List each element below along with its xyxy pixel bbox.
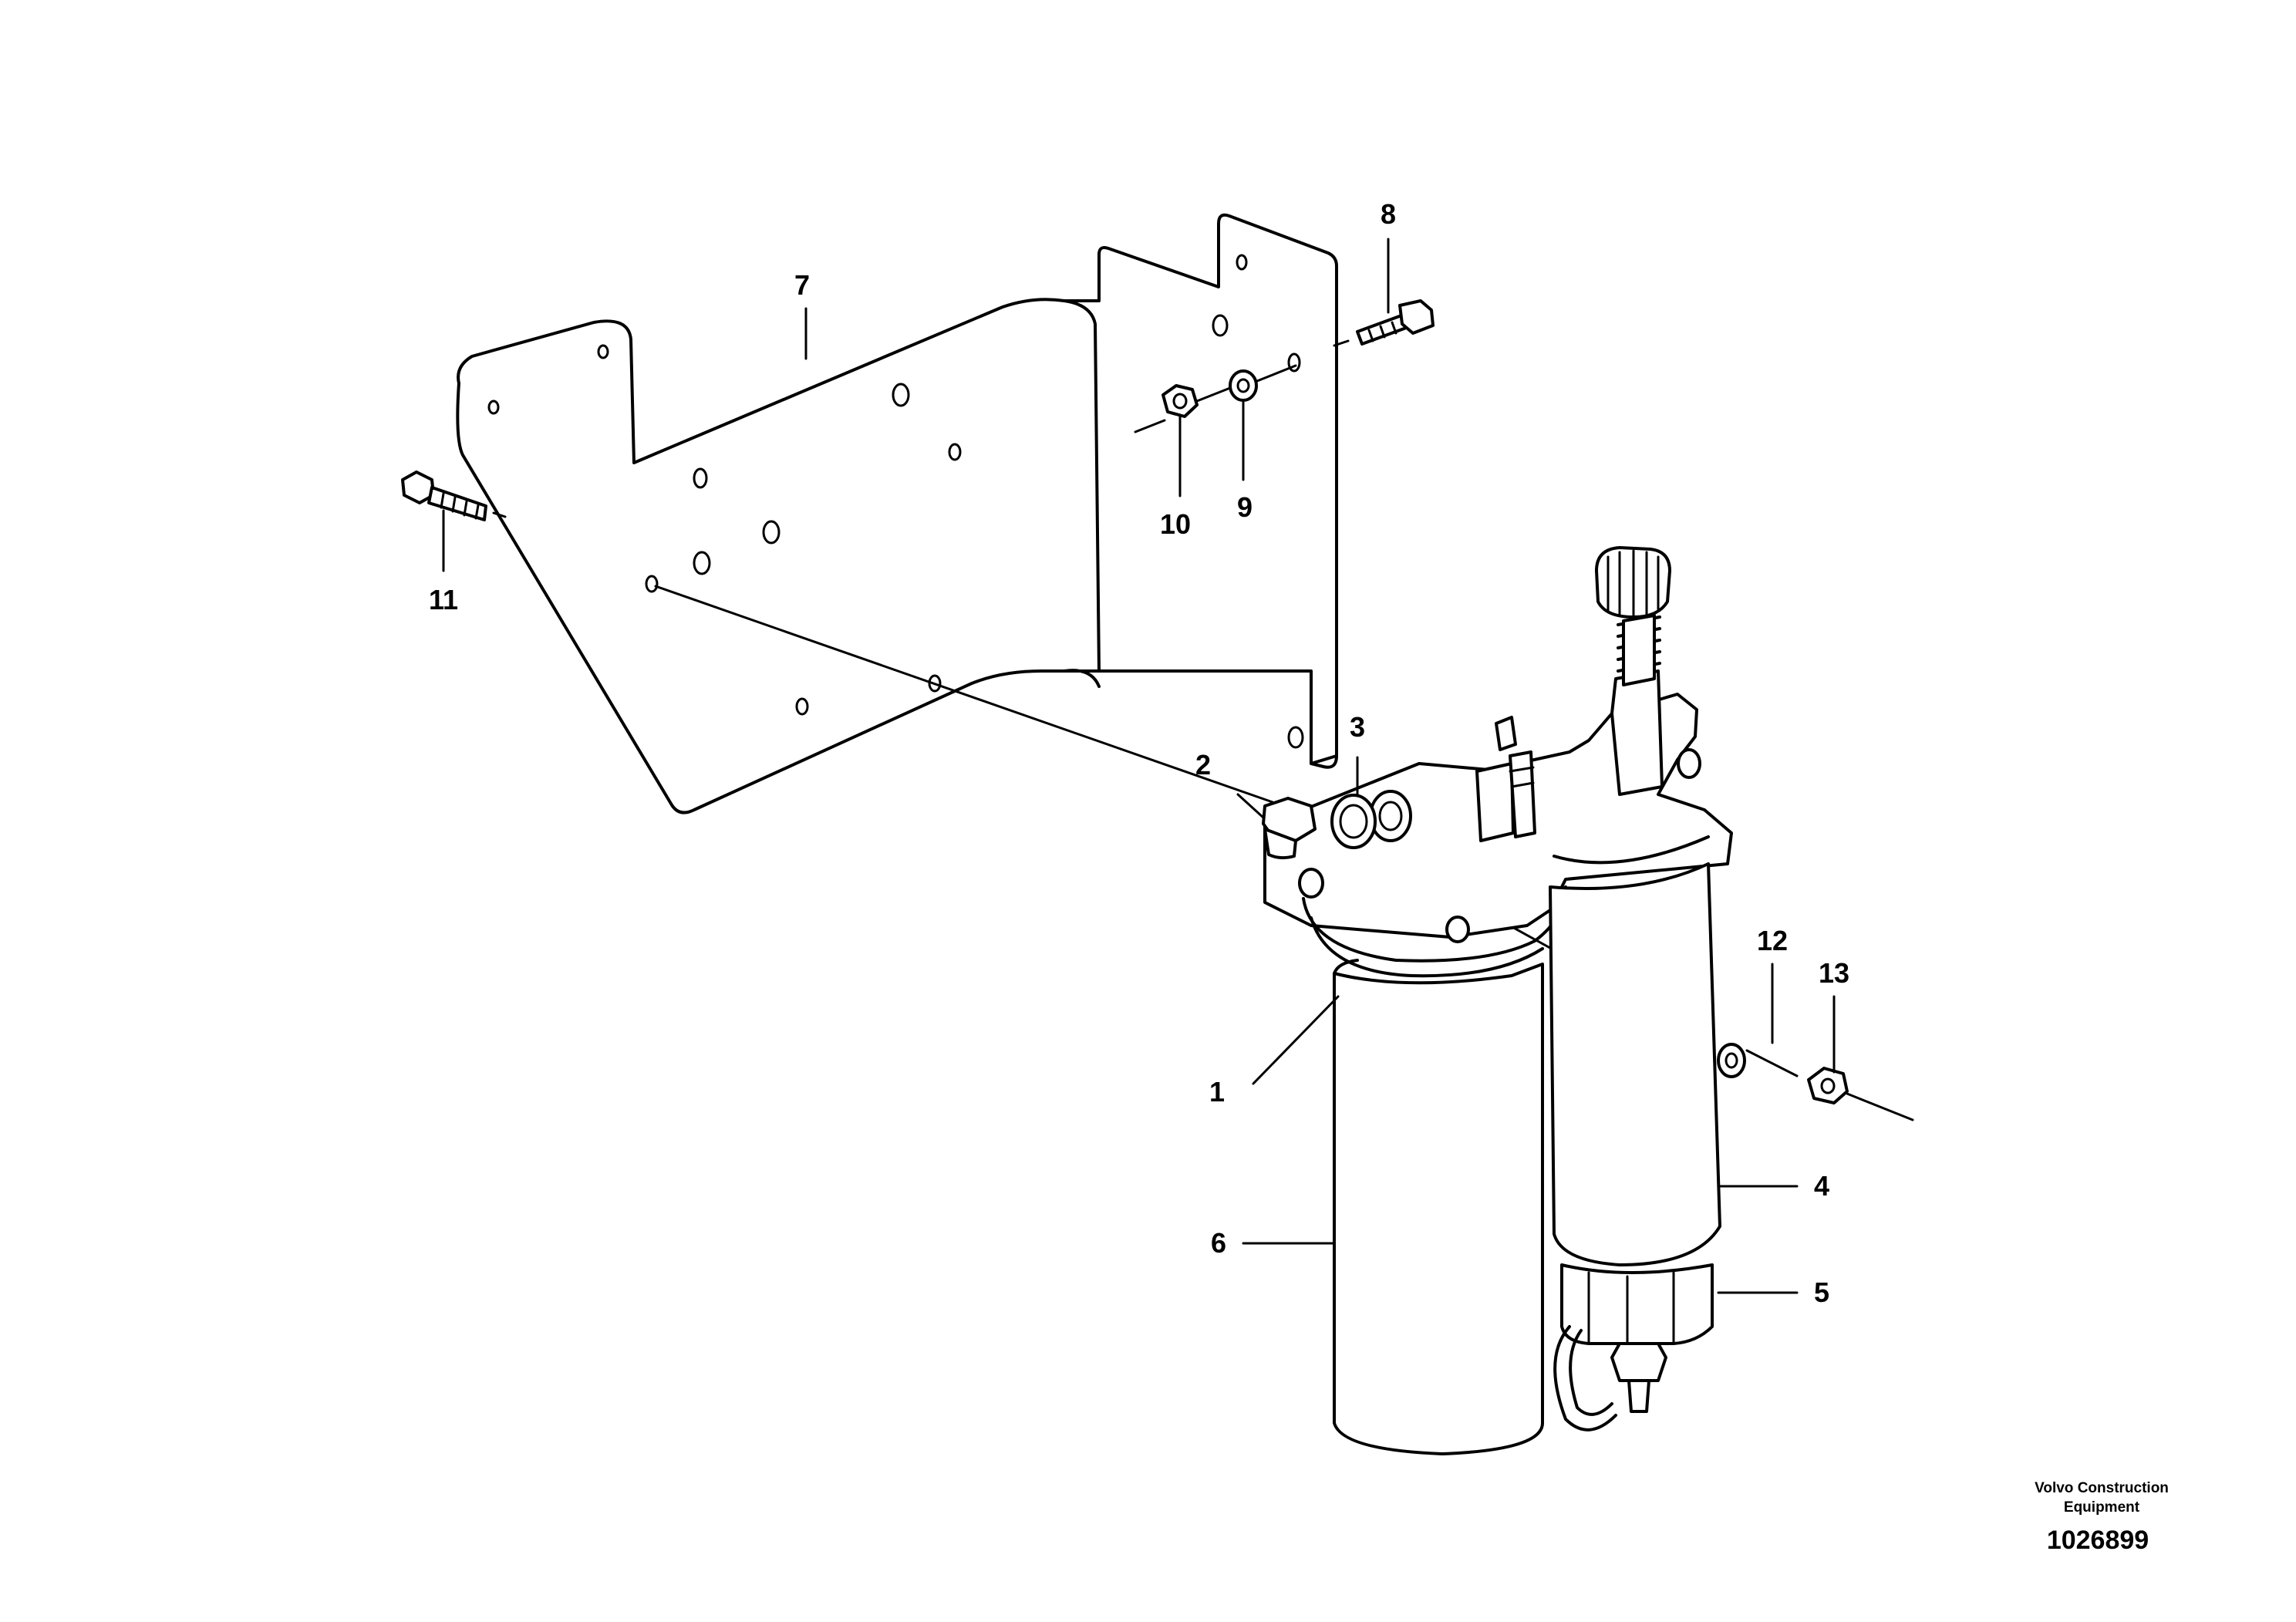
axis-line-upper bbox=[1134, 364, 1297, 433]
callout-11: 11 bbox=[429, 584, 458, 615]
title-block: Volvo Construction Equipment 1026899 bbox=[2035, 1480, 2169, 1555]
bolt-left bbox=[401, 470, 507, 521]
nut-10 bbox=[1161, 384, 1199, 418]
washer-12 bbox=[1717, 1043, 1746, 1078]
drawing-number: 1026899 bbox=[2047, 1526, 2149, 1555]
water-separator-filter bbox=[1549, 835, 1721, 1266]
washer-9 bbox=[1229, 369, 1258, 402]
callout-6: 6 bbox=[1211, 1227, 1226, 1259]
callout-7: 7 bbox=[794, 269, 810, 301]
callout-5: 5 bbox=[1814, 1276, 1829, 1308]
bracket-holes bbox=[487, 254, 1304, 749]
callout-10: 10 bbox=[1160, 508, 1191, 540]
callout-8: 8 bbox=[1381, 198, 1396, 230]
callout-13: 13 bbox=[1819, 957, 1849, 989]
water-bowl bbox=[1553, 1263, 1714, 1431]
plug-2 bbox=[1262, 797, 1317, 860]
leader-lines bbox=[442, 238, 1836, 1294]
nut-13 bbox=[1807, 1067, 1849, 1104]
callout-1: 1 bbox=[1209, 1076, 1225, 1108]
company-name-line1: Volvo Construction bbox=[2035, 1480, 2169, 1496]
callout-3: 3 bbox=[1350, 711, 1365, 743]
mounting-bracket bbox=[456, 213, 1338, 814]
fuel-filter-left bbox=[1333, 959, 1544, 1455]
company-name-line2: Equipment bbox=[2064, 1499, 2140, 1516]
callout-9: 9 bbox=[1237, 491, 1253, 523]
bolt-top-right bbox=[1333, 299, 1435, 347]
callout-4: 4 bbox=[1814, 1170, 1829, 1202]
hand-primer-pump bbox=[1595, 546, 1671, 796]
callout-12: 12 bbox=[1757, 925, 1788, 956]
callout-2: 2 bbox=[1195, 749, 1211, 781]
callout-labels: 1 2 3 4 5 6 7 8 9 10 11 12 13 bbox=[429, 198, 1849, 1308]
sealing-ring-3 bbox=[1330, 794, 1377, 849]
